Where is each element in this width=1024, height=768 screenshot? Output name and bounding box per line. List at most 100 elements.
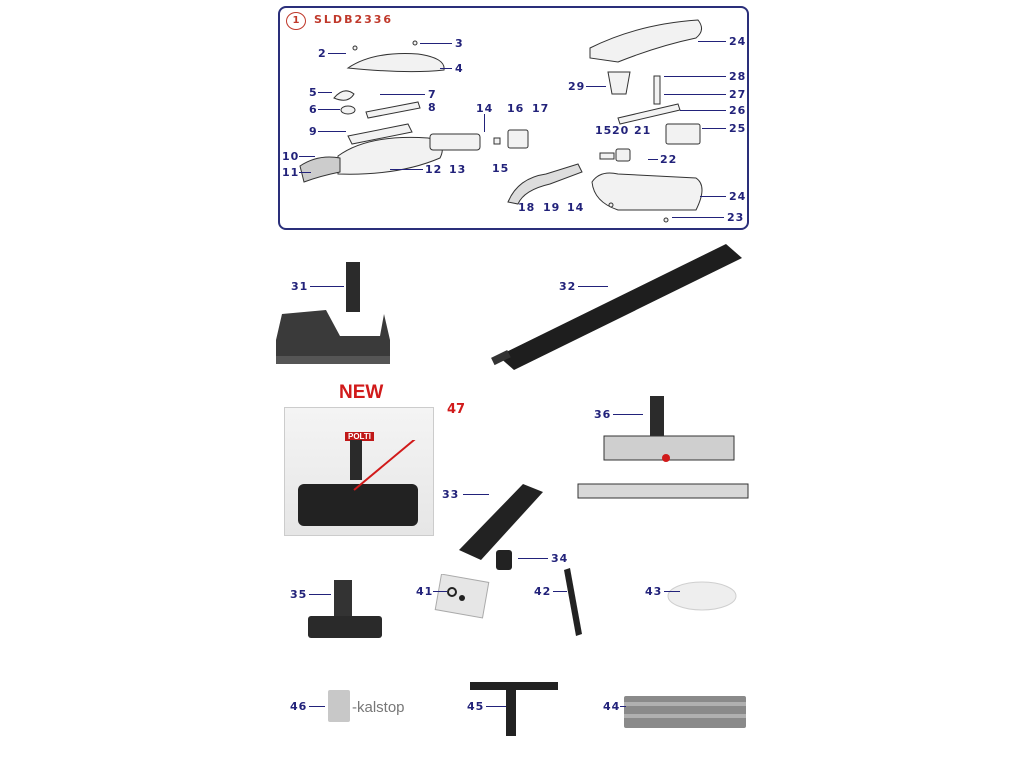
part-label: 17 (532, 102, 550, 115)
accessory-nozzle-tip (496, 550, 512, 570)
part-lever (617, 103, 681, 125)
part-label: 10 (282, 150, 300, 163)
part-screw (663, 217, 669, 223)
part-handle-top (589, 19, 702, 63)
leader-line (578, 286, 608, 287)
part-label: 4 (455, 62, 464, 75)
part-label: 3 (455, 37, 464, 50)
part-label: 25 (729, 122, 747, 135)
leader-line (553, 591, 567, 592)
accessory-microfiber-pad (624, 696, 746, 728)
part-label: 16 (507, 102, 525, 115)
part-plug (615, 148, 631, 162)
leader-line (486, 706, 506, 707)
part-shell-cover (346, 53, 445, 73)
part-hose-stub (299, 156, 341, 183)
part-label: 2 (318, 47, 327, 60)
leader-line (700, 196, 726, 197)
leader-line (664, 94, 726, 95)
part-label: 9 (309, 125, 318, 138)
part-label: 21 (634, 124, 652, 137)
part-label: 32 (559, 280, 577, 293)
leader-line (463, 494, 489, 495)
diagram-number-badge: 1 (286, 12, 306, 30)
part-label: 34 (551, 552, 569, 565)
part-label: 33 (442, 488, 460, 501)
leader-line (310, 286, 344, 287)
part-label: 29 (568, 80, 586, 93)
part-label: 12 (425, 163, 443, 176)
part-label: 36 (594, 408, 612, 421)
accessory-gasket-set (434, 574, 490, 619)
part-button (340, 105, 356, 115)
leader-line (318, 131, 346, 132)
leader-line (680, 110, 726, 111)
accessory-cloth-cover (667, 581, 737, 611)
part-knob (607, 71, 631, 95)
part-label: 19 (543, 201, 561, 214)
part-label: 15 (595, 124, 613, 137)
part-label: 43 (645, 585, 663, 598)
part-label: 23 (727, 211, 745, 224)
part-connector (507, 129, 529, 149)
leader-line (518, 558, 548, 559)
model-code: SLDB2336 (314, 13, 394, 26)
accessory-window-wiper (470, 682, 558, 736)
part-label: 45 (467, 700, 485, 713)
leader-line (440, 68, 452, 69)
part-label: 14 (567, 201, 585, 214)
part-tube (429, 133, 481, 151)
leader-line (484, 114, 485, 132)
leader-line (648, 159, 658, 160)
part-label: 14 (476, 102, 494, 115)
part-label: 24 (729, 35, 747, 48)
part-handle-bottom (591, 172, 703, 211)
part-pin (599, 152, 615, 160)
leader-line (664, 591, 680, 592)
leader-line (613, 414, 643, 415)
accessory-kalstop-pack (328, 690, 350, 722)
part-label: 31 (291, 280, 309, 293)
leader-line (299, 172, 311, 173)
part-label: 11 (282, 166, 300, 179)
accessory-lance (564, 568, 582, 636)
part-oring (493, 137, 501, 145)
leader-line (318, 92, 332, 93)
part-grip (347, 123, 413, 145)
part-label: 22 (660, 153, 678, 166)
part-label: 13 (449, 163, 467, 176)
part-rod (653, 75, 661, 105)
part-label: 7 (428, 88, 437, 101)
part-label: 46 (290, 700, 308, 713)
packaged-brush-drawing (298, 440, 418, 526)
leader-line (672, 217, 724, 218)
accessory-small-brush (308, 580, 382, 638)
accessory-extension-tube (491, 244, 742, 370)
leader-line (420, 43, 452, 44)
part-label: 20 (612, 124, 630, 137)
leader-line (390, 169, 423, 170)
part-label: 44 (603, 700, 621, 713)
part-label: 15 (492, 162, 510, 175)
part-label: 41 (416, 585, 434, 598)
part-screw (412, 40, 418, 46)
part-hose (507, 163, 583, 205)
part-label: 8 (428, 101, 437, 114)
leader-line (380, 94, 425, 95)
part-slider (365, 101, 421, 119)
kalstop-logo-text: -kalstop (352, 699, 405, 716)
part-label: 28 (729, 70, 747, 83)
part-screw (608, 202, 614, 208)
part-label: 6 (309, 103, 318, 116)
leader-line (299, 156, 315, 157)
part-label: 24 (729, 190, 747, 203)
part-block (665, 123, 701, 145)
part-label-new: 47 (447, 402, 466, 417)
leader-line (698, 41, 726, 42)
leader-line (664, 76, 726, 77)
leader-line (702, 128, 726, 129)
part-label: 27 (729, 88, 747, 101)
leader-line (309, 594, 331, 595)
accessory-floor-brush (276, 262, 390, 364)
leader-line (328, 53, 346, 54)
